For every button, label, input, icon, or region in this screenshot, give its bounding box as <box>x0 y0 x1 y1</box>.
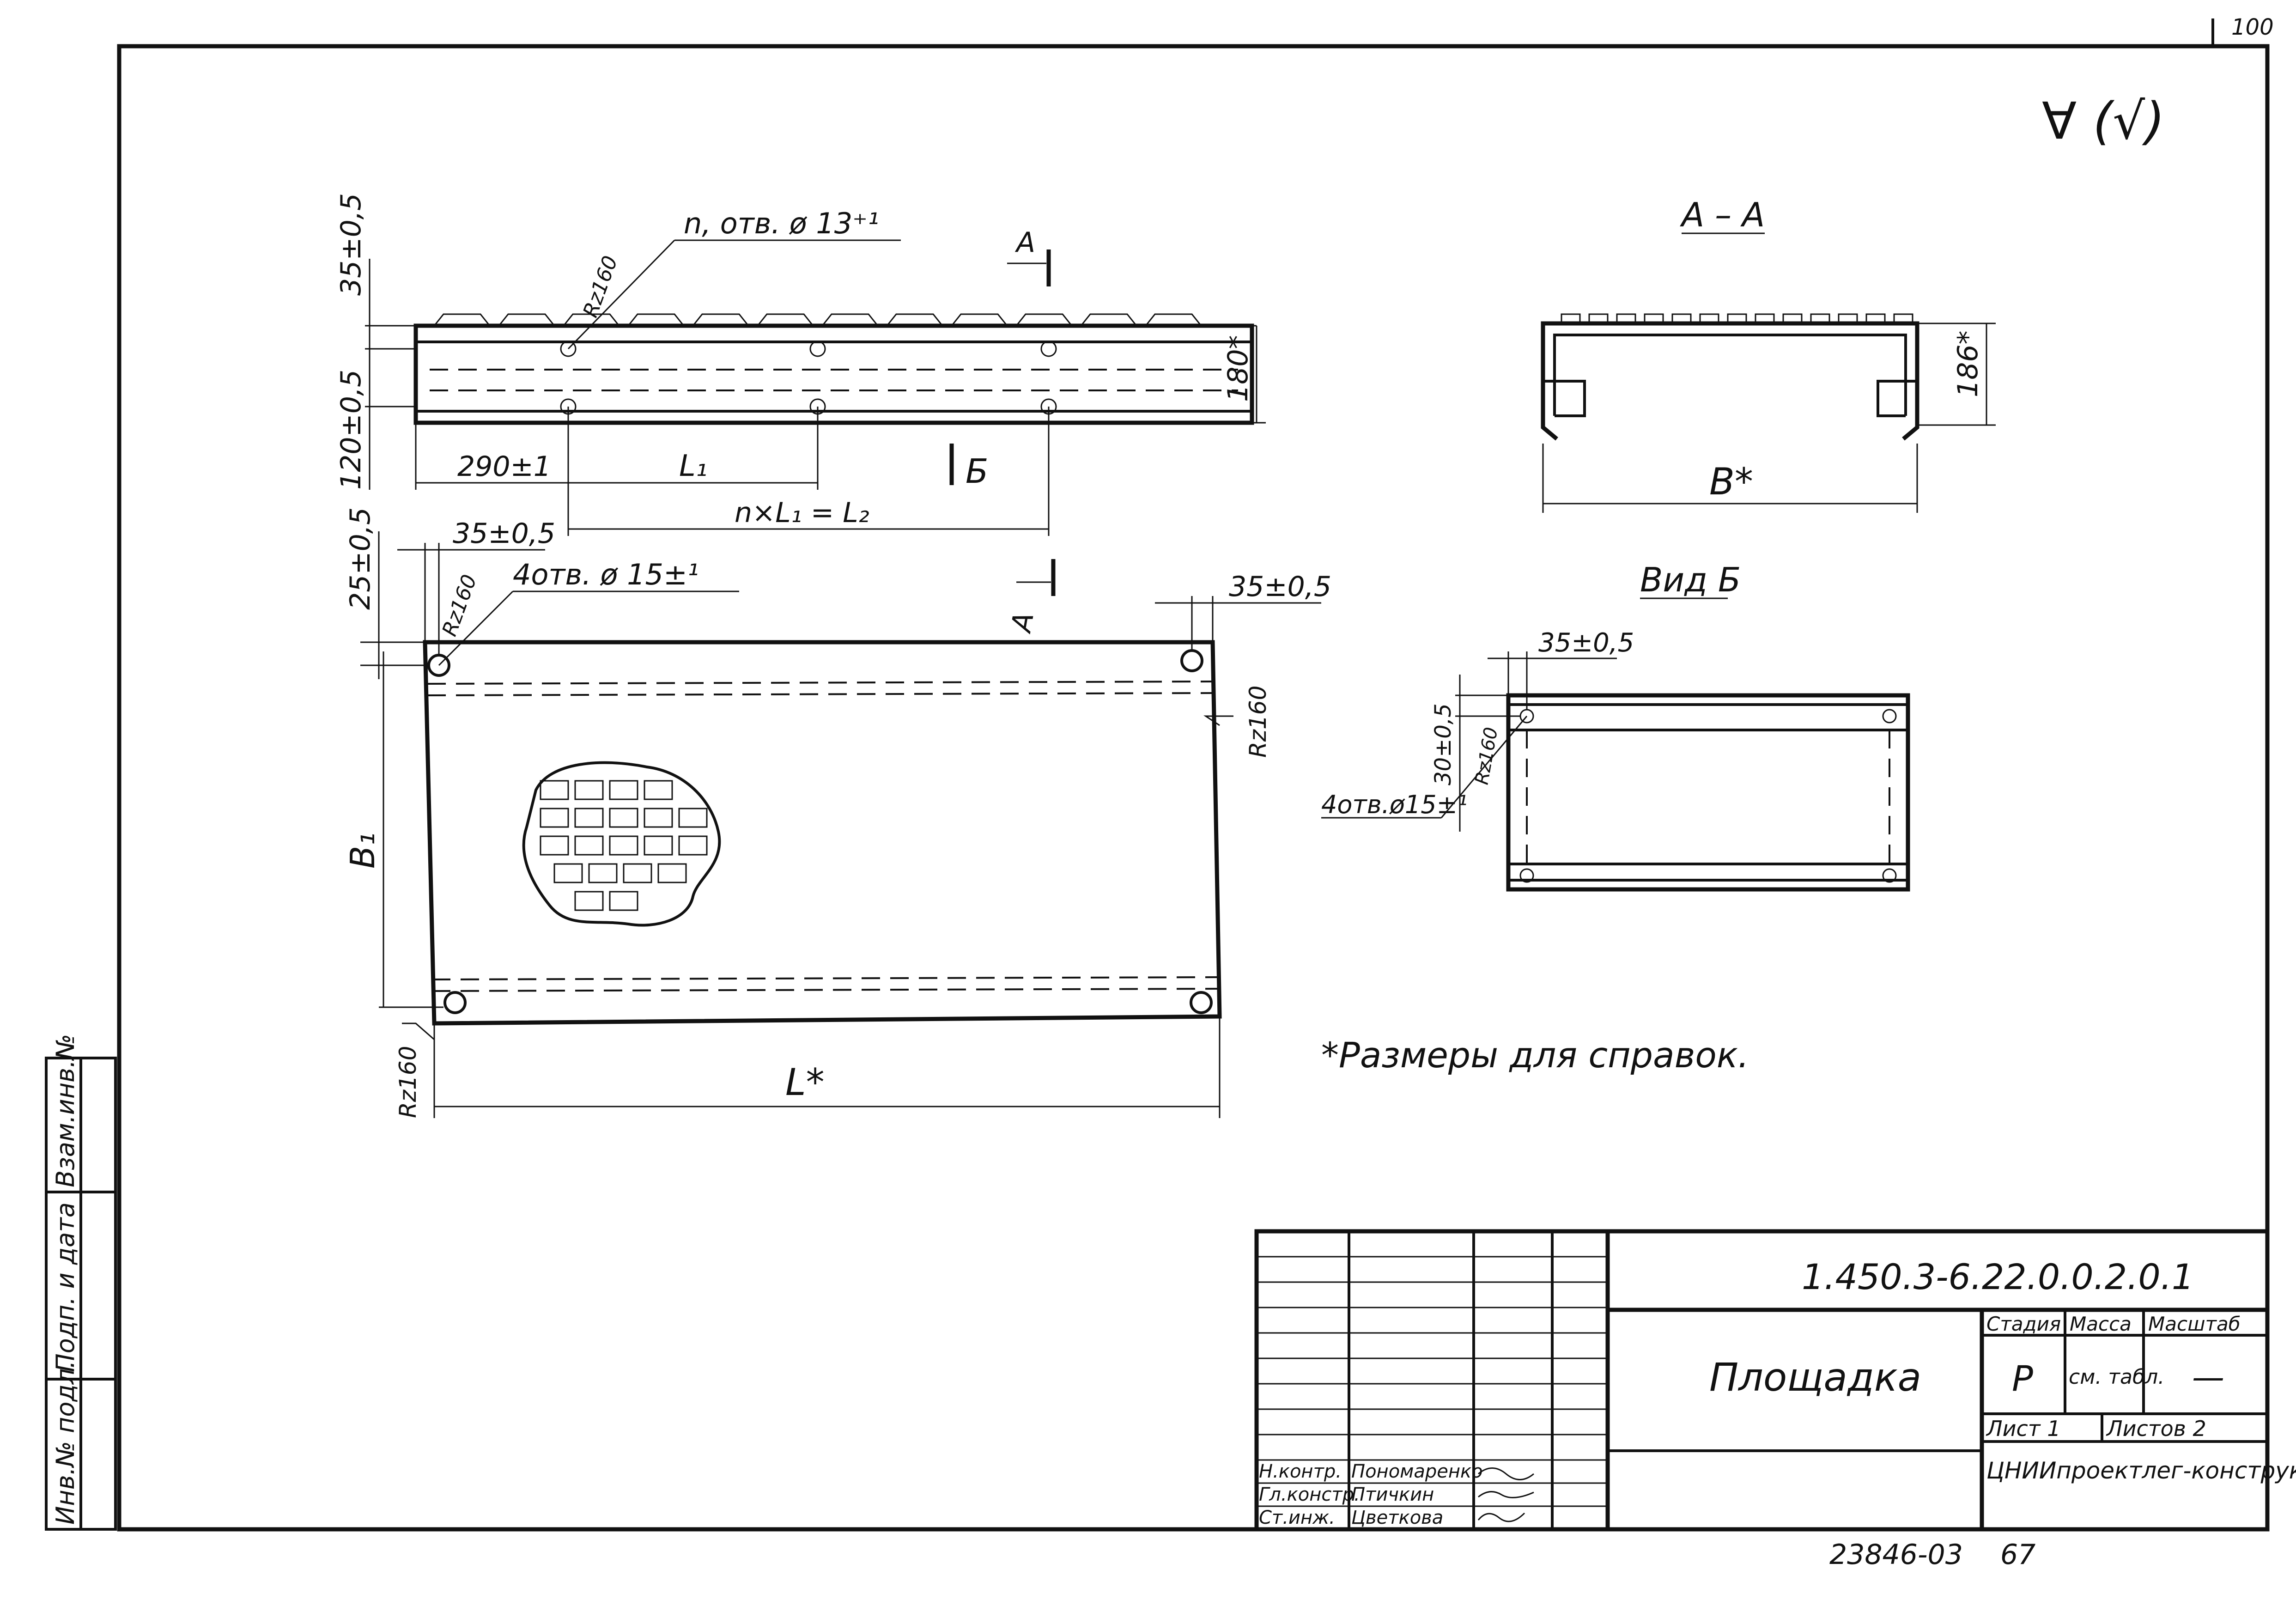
dim-nL1: n×L₁ = L₂ <box>735 497 869 529</box>
sheet-frame <box>117 44 2270 1532</box>
dim-35-left: 35±0,5 <box>453 517 555 550</box>
top-view-outline <box>413 323 1254 425</box>
dim-35-top: 35±0,5 <box>335 193 367 296</box>
view-B: Вид Б 35±0,5 30±0,5 Rz160 4отв.ø15±¹ <box>1321 560 1910 892</box>
roughness-mark: ∀ (√) <box>2042 91 2165 151</box>
view-B-hole-top-right <box>1882 709 1897 724</box>
dim-B1: B₁ <box>343 833 382 869</box>
roughness-plan-right: Rz160 <box>1245 686 1271 758</box>
stage-header: Стадия <box>1986 1313 2061 1335</box>
plan-view-dash-top-2 <box>427 692 1215 696</box>
dim-180: 180* <box>1222 335 1254 402</box>
side-margin-cell-3: Инв.№ подл. <box>51 1361 80 1525</box>
dim-viewB-30: 30±0,5 <box>1430 703 1456 785</box>
view-B-mark-label: Б <box>966 452 988 491</box>
org-name: ЦНИИпроектлег-конструкция <box>1986 1457 2296 1484</box>
signature-name-2: Птичкин <box>1351 1484 1434 1505</box>
section-AA-grating-teeth <box>1561 313 1913 323</box>
signature-scribbles <box>1477 1467 1534 1522</box>
dim-120: 120±0,5 <box>335 370 367 490</box>
signature-role-3: Ст.инж. <box>1259 1507 1335 1528</box>
dim-35-right: 35±0,5 <box>1229 571 1331 603</box>
section-AA-hooks <box>1543 380 1917 417</box>
plan-hole-bottom-right <box>1190 991 1213 1014</box>
reference-note: *Размеры для справок. <box>1321 1034 1749 1076</box>
plan-hole-bottom-left <box>443 991 467 1014</box>
part-name: Площадка <box>1709 1355 1921 1400</box>
side-margin-cell-1: Взам.инв.№ <box>51 1034 80 1187</box>
grating-cutout <box>522 761 721 927</box>
plan-view: 35±0,5 25±0,5 4отв. ø 15±¹ Rz160 А 35±0,… <box>343 507 1331 1118</box>
side-margin-stamp: Взам.инв.№ Подп. и дата Инв.№ подл. <box>45 1034 117 1531</box>
dim-B: B* <box>1709 460 1753 503</box>
holes-note-top: n, отв. ø 13⁺¹ <box>684 207 879 240</box>
dim-290: 290±1 <box>457 450 551 483</box>
view-B-outline <box>1506 693 1910 892</box>
view-B-title: Вид Б <box>1640 560 1741 599</box>
plan-holes-note: 4отв. ø 15±¹ <box>513 558 699 591</box>
plan-view-dash-bottom-2 <box>431 988 1219 992</box>
top-view-hole-3 <box>1040 341 1057 357</box>
dim-186: 186* <box>1952 330 1984 397</box>
view-B-hole-bottom-right <box>1882 868 1897 883</box>
top-view-grating-teeth <box>433 313 1202 326</box>
plan-holes-leader <box>438 590 514 666</box>
roughness-top-view: Rz160 <box>578 253 622 321</box>
grating-cells <box>540 780 708 911</box>
plan-view-dash-top-1 <box>427 681 1215 685</box>
dim-L: L* <box>785 1061 825 1104</box>
doc-number: 1.450.3-6.22.0.0.2.0.1 <box>1802 1256 2194 1297</box>
scale-header: Масштаб <box>2148 1313 2241 1335</box>
dim-25: 25±0,5 <box>344 507 377 610</box>
signature-name-3: Цветкова <box>1351 1507 1443 1528</box>
side-margin-cell-2: Подп. и дата <box>51 1202 80 1372</box>
viewB-holes-note: 4отв.ø15±¹ <box>1321 790 1468 819</box>
roughness-bottom-symbol <box>402 1022 435 1040</box>
title-block: Н.контр. Пономаренко Гл.констр. Птичкин … <box>1254 1229 2296 1532</box>
view-B-hole-top-left <box>1519 709 1534 724</box>
title-block-frame <box>1254 1229 2270 1532</box>
top-view: 35±0,5 120±0,5 n, отв. ø 13⁺¹ Rz160 180*… <box>335 193 1266 536</box>
footer-code: 23846-03 <box>1829 1539 1963 1571</box>
signature-role-1: Н.контр. <box>1259 1461 1342 1482</box>
signature-name-1: Пономаренко <box>1351 1461 1483 1482</box>
stage-value: Р <box>2012 1358 2033 1399</box>
section-AA-profile-inner <box>1553 334 1907 416</box>
dim-L1: L₁ <box>679 449 707 483</box>
section-A-plan-label: А <box>1005 610 1040 636</box>
roughness-plan-bottom: Rz160 <box>395 1046 421 1118</box>
footer-page: 67 <box>2000 1539 2035 1571</box>
top-view-hole-1 <box>560 341 577 357</box>
viewB-holes-leader <box>1440 716 1528 818</box>
scale-value: — <box>2192 1358 2224 1396</box>
mass-value: см. табл. <box>2069 1365 2164 1389</box>
plan-view-dash-bottom-1 <box>431 976 1219 980</box>
corner-number: 100 <box>2231 14 2274 40</box>
mass-header: Масса <box>2070 1313 2132 1335</box>
sheet-label: Лист 1 <box>1986 1416 2060 1441</box>
top-view-hole-2 <box>809 341 826 357</box>
sheets-label: Листов 2 <box>2106 1416 2206 1441</box>
roughness-right-symbol <box>1203 715 1233 726</box>
section-A-top-label: А <box>1014 226 1035 259</box>
view-B-hole-bottom-left <box>1519 868 1534 883</box>
section-AA-title: А – А <box>1680 195 1765 234</box>
plan-hole-top-right <box>1180 649 1203 672</box>
signature-role-2: Гл.констр. <box>1259 1484 1360 1505</box>
dim-viewB-35: 35±0,5 <box>1538 628 1634 658</box>
section-AA-profile-outer <box>1541 321 1919 441</box>
holes-leader <box>567 239 675 350</box>
section-AA: А – А 186* B* <box>1541 195 1996 513</box>
